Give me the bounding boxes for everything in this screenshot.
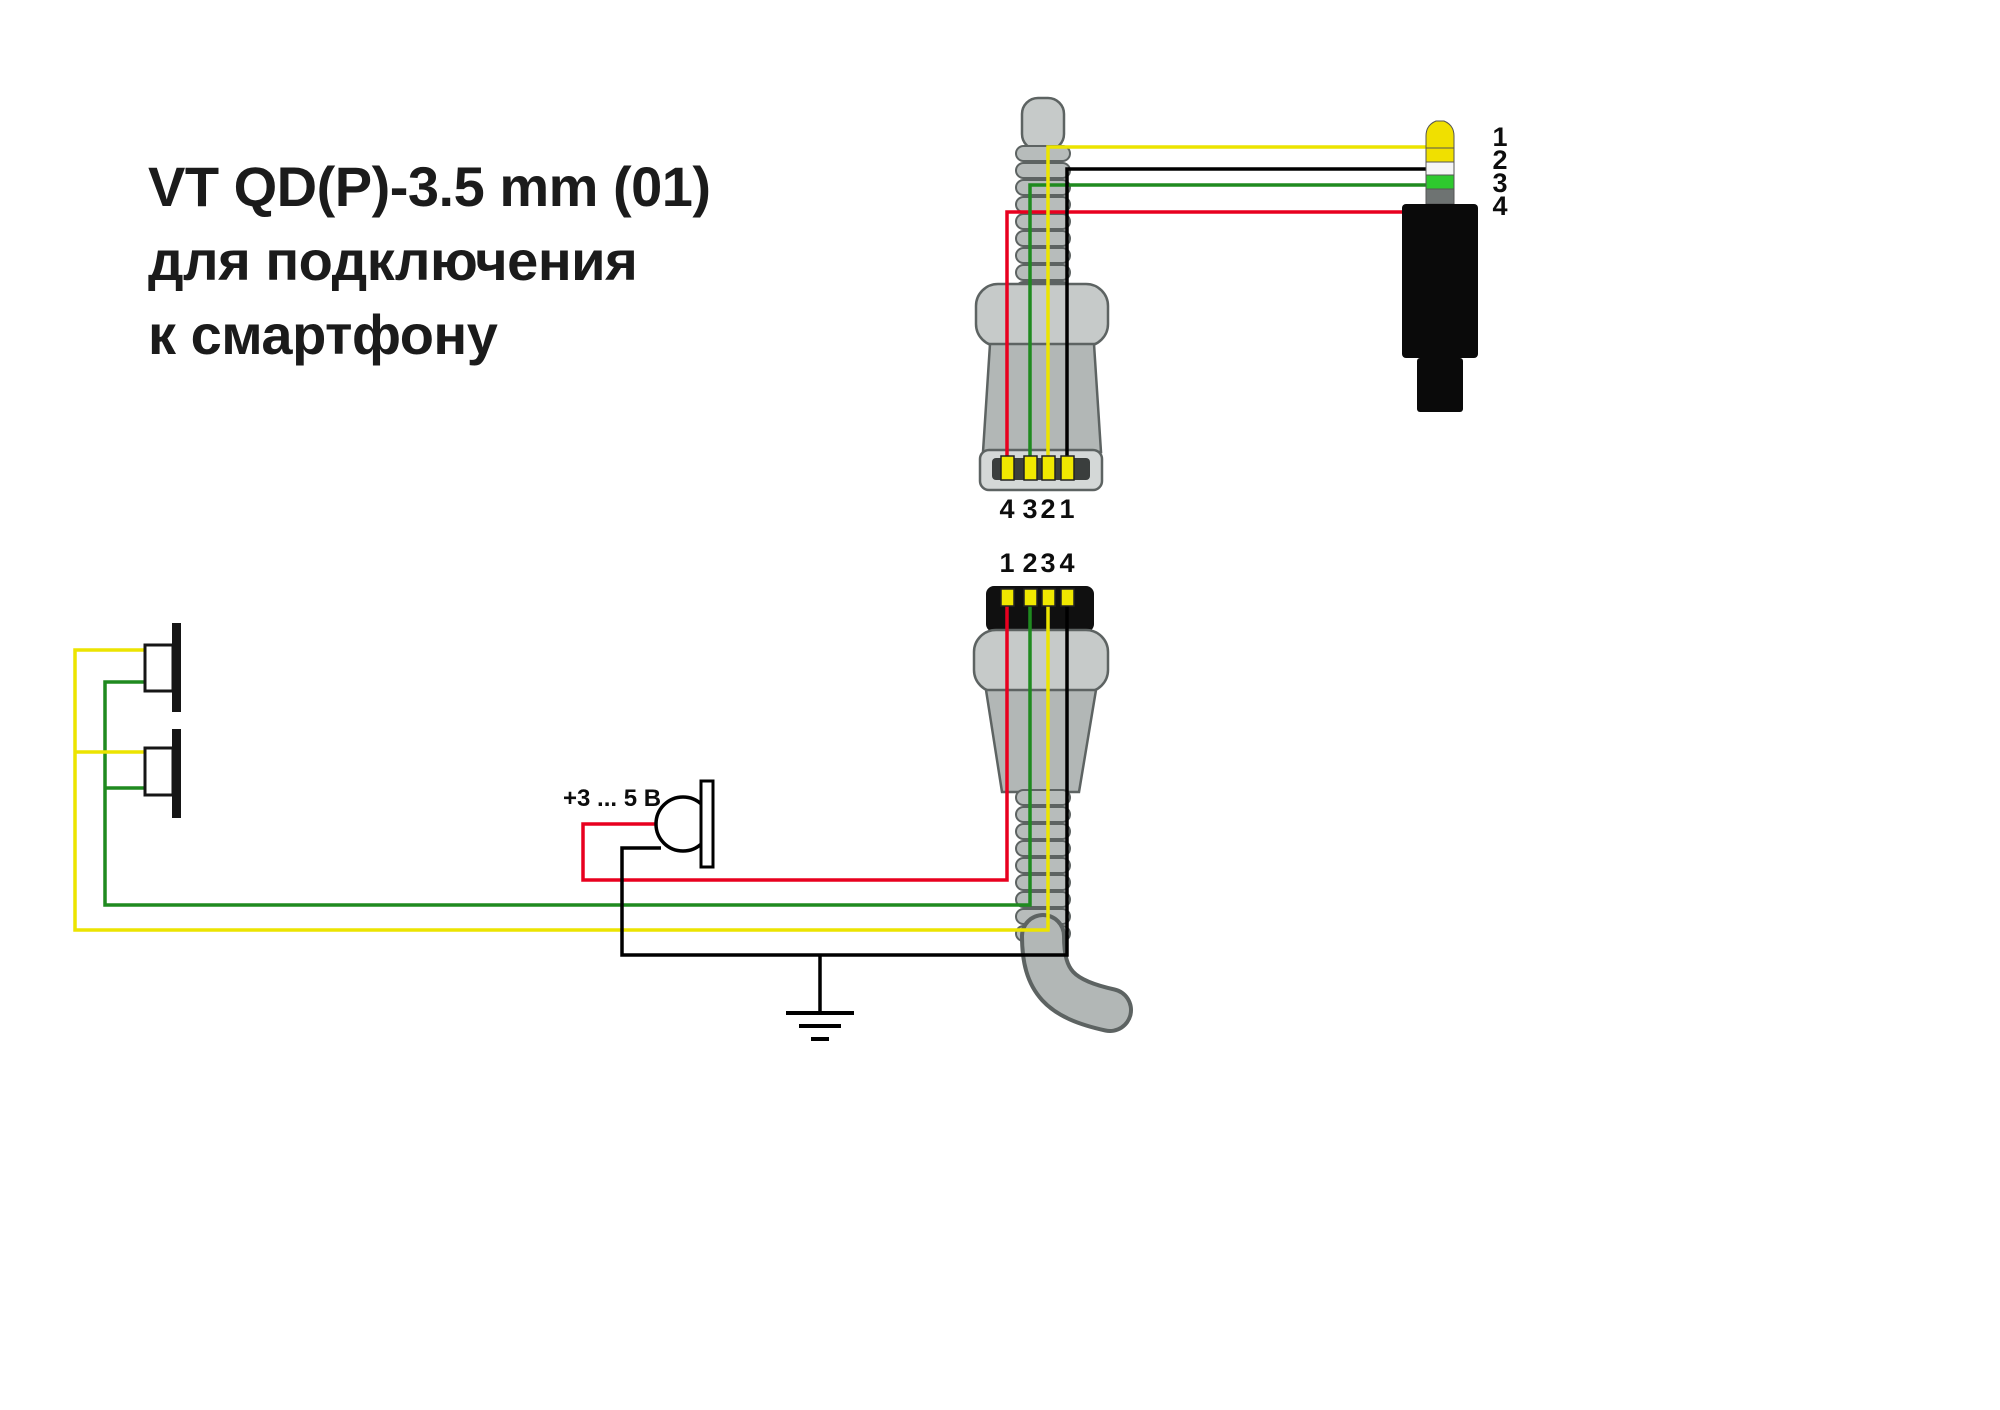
cable-rib — [1015, 857, 1071, 874]
cable-curve — [1024, 917, 1129, 1029]
plug-contact-3 — [1023, 455, 1038, 481]
qd-bottom-pin-label-4: 4 — [1059, 548, 1074, 578]
cable-rib — [1015, 874, 1071, 891]
socket-contact-3 — [1041, 588, 1056, 607]
socket-collar — [972, 628, 1110, 694]
jack-pin-labels: 1 2 3 4 — [1492, 122, 1507, 221]
jack-band-2 — [1425, 147, 1455, 163]
wire-yellow-speakers — [73, 602, 1050, 932]
mic-power-label: +3 ... 5 В — [563, 785, 661, 812]
cable-rib — [1015, 806, 1071, 823]
qd-plug-top-contacts — [1000, 455, 1075, 481]
title-line-1: VT QD(P)-3.5 mm (01) — [148, 155, 711, 218]
wire-red-top — [1005, 210, 1414, 470]
jack-band-insulator — [1425, 161, 1455, 176]
plug-contact-2 — [1041, 455, 1056, 481]
jack-band-4 — [1425, 188, 1455, 205]
jack-35mm — [1402, 120, 1478, 412]
qd-bottom-pin-label-2: 2 — [1022, 548, 1037, 578]
speaker-diaphragm — [172, 623, 181, 712]
title-line-3: к смартфону — [148, 303, 498, 366]
socket-body — [984, 688, 1098, 794]
speaker-bottom — [143, 729, 181, 818]
qd-top-pin-label-1: 1 — [1059, 494, 1074, 524]
qd-socket-bottom — [972, 586, 1133, 1033]
cable-rib — [1015, 196, 1071, 213]
jack-band-3 — [1425, 174, 1455, 190]
socket-contact-1 — [1000, 588, 1015, 607]
ground-symbol — [786, 1011, 854, 1041]
jack-tip — [1425, 120, 1455, 149]
socket-contact-2 — [1023, 588, 1038, 607]
cable-rib — [1015, 179, 1071, 196]
qd-bottom-pin-label-3: 3 — [1040, 548, 1055, 578]
microphone — [654, 779, 715, 869]
socket-contact-4 — [1060, 588, 1075, 607]
jack-pin-label-4: 4 — [1492, 191, 1507, 221]
cable-rib — [1015, 230, 1071, 247]
wire-red-mic-power — [581, 602, 1009, 882]
wire-green-speakers — [103, 602, 1032, 907]
jack-pin-label-2: 2 — [1492, 145, 1507, 175]
plug-body — [981, 342, 1103, 454]
qd-top-pin-label-3: 3 — [1022, 494, 1037, 524]
cable-rib — [1015, 247, 1071, 264]
cable-rib — [1015, 789, 1071, 806]
mic-electrode-bar — [699, 779, 715, 869]
wire-black-ground — [620, 602, 1069, 957]
wire-black-top — [1065, 167, 1436, 470]
qd-bottom-pin-label-1: 1 — [999, 548, 1014, 578]
plug-collar — [974, 282, 1110, 348]
cable-rib — [1015, 264, 1071, 281]
jack-sleeve — [1417, 358, 1463, 412]
speaker-top — [143, 623, 181, 712]
jack-pin-label-3: 3 — [1492, 168, 1507, 198]
qd-socket-bottom-pin-labels: 1 2 3 4 — [999, 548, 1074, 578]
wires-top — [1005, 145, 1436, 470]
qd-top-pin-label-4: 4 — [999, 494, 1014, 524]
wires-bottom — [73, 602, 1069, 1041]
speaker-diaphragm — [172, 729, 181, 818]
speaker-magnet — [143, 643, 175, 693]
cable-rib — [1015, 162, 1071, 179]
qd-socket-bottom-contacts — [1000, 588, 1075, 607]
cable-rib — [1015, 213, 1071, 230]
jack-pin-label-1: 1 — [1492, 122, 1507, 152]
plug-contact-1 — [1060, 455, 1075, 481]
diagram-title: VT QD(P)-3.5 mm (01) для подключения к с… — [148, 150, 711, 372]
wire-green-top — [1028, 183, 1432, 470]
jack-body — [1402, 204, 1478, 358]
cable-rib — [1015, 840, 1071, 857]
cable-rib — [1015, 823, 1071, 840]
qd-plug-top-pin-labels: 4 3 2 1 — [999, 494, 1074, 524]
wire-yellow-top — [1046, 145, 1436, 470]
speaker-magnet — [143, 746, 175, 797]
qd-plug-top — [974, 96, 1110, 492]
cable-top-cap — [1020, 96, 1066, 152]
title-line-2: для подключения — [148, 229, 638, 292]
plug-contact-4 — [1000, 455, 1015, 481]
qd-top-pin-label-2: 2 — [1040, 494, 1055, 524]
